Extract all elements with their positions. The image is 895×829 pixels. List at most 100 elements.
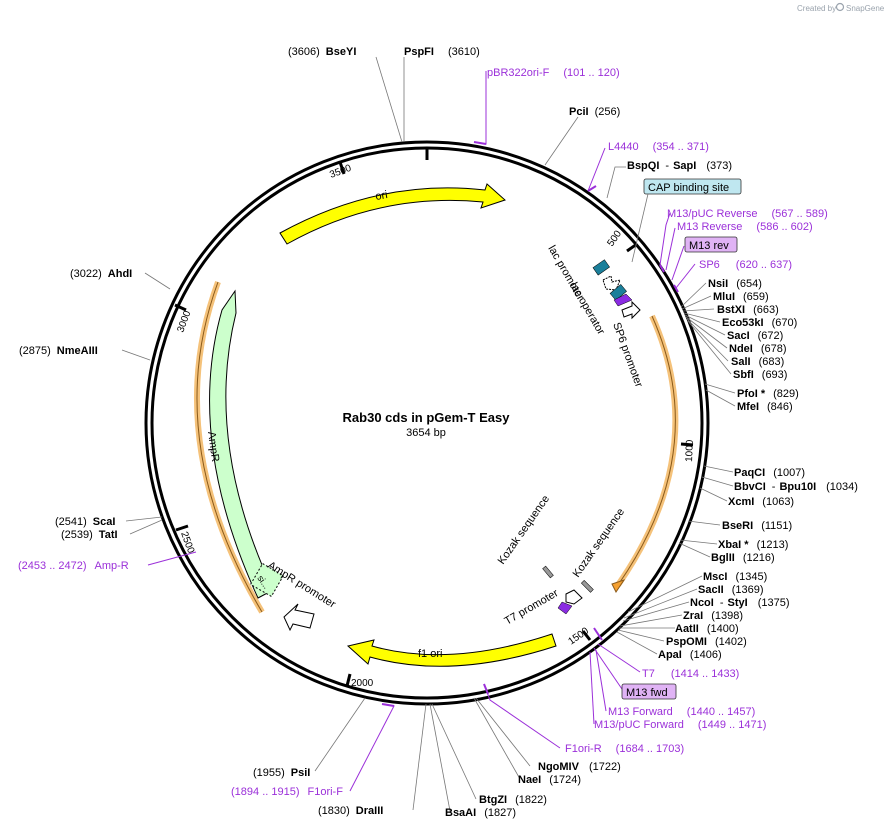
primer-tick-pbr322ori: [473, 141, 487, 145]
site-ncoi-pos: (1375): [758, 597, 790, 609]
kozak-mark-1: [542, 565, 554, 579]
primer-t7[interactable]: T7(1414 .. 1433): [642, 668, 739, 680]
tick-label-1500: 1500: [566, 625, 591, 647]
primer-tick-f1ori-f: [381, 703, 395, 707]
site-msci-name: MscI: [703, 571, 727, 583]
site-mfei[interactable]: MfeI(846): [737, 401, 793, 413]
sp6-promoter-label: SP6 promoter: [610, 321, 645, 389]
site-draiii-pos: (1830): [318, 805, 350, 817]
site-scai[interactable]: (2541)ScaI: [55, 516, 115, 528]
site-ncoi[interactable]: NcoI-StyI(1375): [690, 597, 790, 609]
leader-mlui: [681, 295, 712, 310]
site-bglii[interactable]: BglII(1216): [711, 552, 775, 564]
rab30-arc-arrowhead: [611, 579, 626, 593]
leader-msci: [627, 575, 703, 613]
site-pcii-name: PciI: [569, 106, 589, 118]
backbone-outer-ring: [144, 140, 710, 706]
site-nmeaiii[interactable]: (2875)NmeAIII: [19, 345, 98, 357]
tick-2000: [345, 673, 352, 687]
primer-amp-r-name: Amp-R: [95, 560, 129, 572]
cap-box-label: CAP binding site: [648, 182, 729, 194]
site-bbvci[interactable]: BbvCI-Bpu10I(1034): [734, 481, 858, 493]
snapgene-watermark: Created by SnapGene: [797, 2, 885, 13]
site-ngomiv[interactable]: NgoMIV(1722): [538, 761, 621, 773]
site-bstxi[interactable]: BstXI(663): [717, 304, 779, 316]
t7-promoter-arrow: [565, 589, 583, 605]
site-tati[interactable]: (2539)TatI: [61, 529, 118, 541]
primer-sp6[interactable]: SP6(620 .. 637): [699, 259, 792, 271]
site-pspomi[interactable]: PspOMI(1402): [666, 636, 747, 648]
primer-f1ori-f[interactable]: (1894 .. 1915)F1ori-F: [231, 786, 343, 798]
site-zrai[interactable]: ZraI(1398): [683, 610, 743, 622]
f1-ori-feature-arrow: [346, 633, 557, 667]
leader-pspomi: [617, 629, 665, 642]
site-eco53ki[interactable]: Eco53kI(670): [722, 317, 797, 329]
primer-amp-r[interactable]: (2453 .. 2472)Amp-R: [18, 560, 129, 572]
primer-line-m13-rev: [665, 227, 676, 271]
site-ngomiv-pos: (1722): [589, 761, 621, 773]
primer-tick-t7: [593, 627, 603, 641]
site-mlui[interactable]: MluI(659): [713, 291, 769, 303]
site-pspfi-pos: (3610): [448, 46, 480, 58]
site-bsaai[interactable]: BsaAI(1827): [445, 807, 516, 819]
site-aatii[interactable]: AatII(1400): [675, 623, 739, 635]
site-ahdi[interactable]: (3022)AhdI: [70, 268, 132, 280]
site-xcmi[interactable]: XcmI(1063): [728, 496, 794, 508]
primer-pbr322ori-f[interactable]: pBR322ori-F(101 .. 120): [487, 67, 620, 79]
primer-l4440[interactable]: L4440(354 .. 371): [608, 141, 709, 153]
site-bseyi-pos: (3606): [288, 46, 320, 58]
site-sali-name: SalI: [731, 356, 751, 368]
leader-scai: [125, 516, 163, 522]
site-mfei-name: MfeI: [737, 401, 759, 413]
site-msci[interactable]: MscI(1345): [703, 571, 767, 583]
leader-sali: [686, 318, 729, 362]
primer-m13-forward[interactable]: M13 Forward(1440 .. 1457): [608, 706, 755, 718]
site-saci[interactable]: SacI(672): [727, 330, 783, 342]
site-sali[interactable]: SalI(683): [731, 356, 784, 368]
leader-bstxi: [682, 308, 715, 312]
primer-m13puc-reverse[interactable]: M13/pUC Reverse(567 .. 589): [667, 208, 828, 220]
site-sbfi-name: SbfI: [733, 369, 754, 381]
site-bspqi[interactable]: BspQI-SapI(373): [627, 160, 732, 172]
site-nsii[interactable]: NsiI(654): [708, 278, 762, 290]
m13-rev-box[interactable]: M13 rev: [684, 236, 738, 253]
tick-500: [626, 242, 638, 253]
site-sacii[interactable]: SacII(1369): [698, 584, 763, 596]
primer-m13puc-forward[interactable]: M13/pUC Forward(1449 .. 1471): [594, 719, 766, 731]
site-bseyi[interactable]: (3606)BseYI: [288, 46, 356, 58]
site-aatii-name: AatII: [675, 623, 699, 635]
site-ndei[interactable]: NdeI(678): [729, 343, 787, 355]
cap-box-bg: [643, 178, 742, 195]
site-apai[interactable]: ApaI(1406): [658, 649, 722, 661]
primer-pbr322ori-f-name: pBR322ori-F: [487, 67, 550, 79]
site-pspfi[interactable]: PspFI (3610): [404, 46, 480, 58]
site-sbfi[interactable]: SbfI(693): [733, 369, 787, 381]
tick-2500: [175, 524, 189, 532]
leader-apai: [616, 631, 658, 655]
site-pcii[interactable]: PciI(256): [569, 106, 620, 118]
site-naei[interactable]: NaeI(1724): [518, 774, 581, 786]
primer-f1ori-r[interactable]: F1ori-R(1684 .. 1703): [565, 743, 684, 755]
leader-mfei: [705, 389, 736, 407]
site-paqci[interactable]: PaqCI(1007): [734, 467, 805, 479]
leader-bsaai: [429, 703, 451, 812]
site-pspfi-name: PspFI: [404, 46, 434, 58]
site-bstxi-name: BstXI: [717, 304, 745, 316]
kozak-label-1: Kozak sequence: [496, 493, 552, 567]
site-pfoi[interactable]: PfoI *(829): [737, 388, 799, 400]
ampr-orange-arc-line: [196, 281, 263, 613]
primer-line-f1ori-r: [483, 683, 561, 749]
site-bseri[interactable]: BseRI(1151): [722, 520, 792, 532]
t7-promoter-label: T7 promoter: [503, 587, 561, 628]
m13-fwd-box[interactable]: M13 fwd: [621, 683, 677, 700]
site-btgzi[interactable]: BtgZI(1822): [479, 794, 547, 806]
site-xbai[interactable]: XbaI *(1213): [718, 539, 788, 551]
primer-line-l4440: [587, 147, 606, 192]
site-mlui-pos: (659): [743, 291, 769, 303]
leader-xcmi: [699, 487, 728, 502]
site-psii[interactable]: (1955)PsiI: [253, 767, 310, 779]
ori-feature-label: ori: [374, 189, 388, 203]
cap-binding-site-box[interactable]: CAP binding site: [643, 178, 742, 195]
site-draiii[interactable]: (1830)DraIII: [318, 805, 383, 817]
primer-m13-reverse[interactable]: M13 Reverse(586 .. 602): [677, 221, 813, 233]
